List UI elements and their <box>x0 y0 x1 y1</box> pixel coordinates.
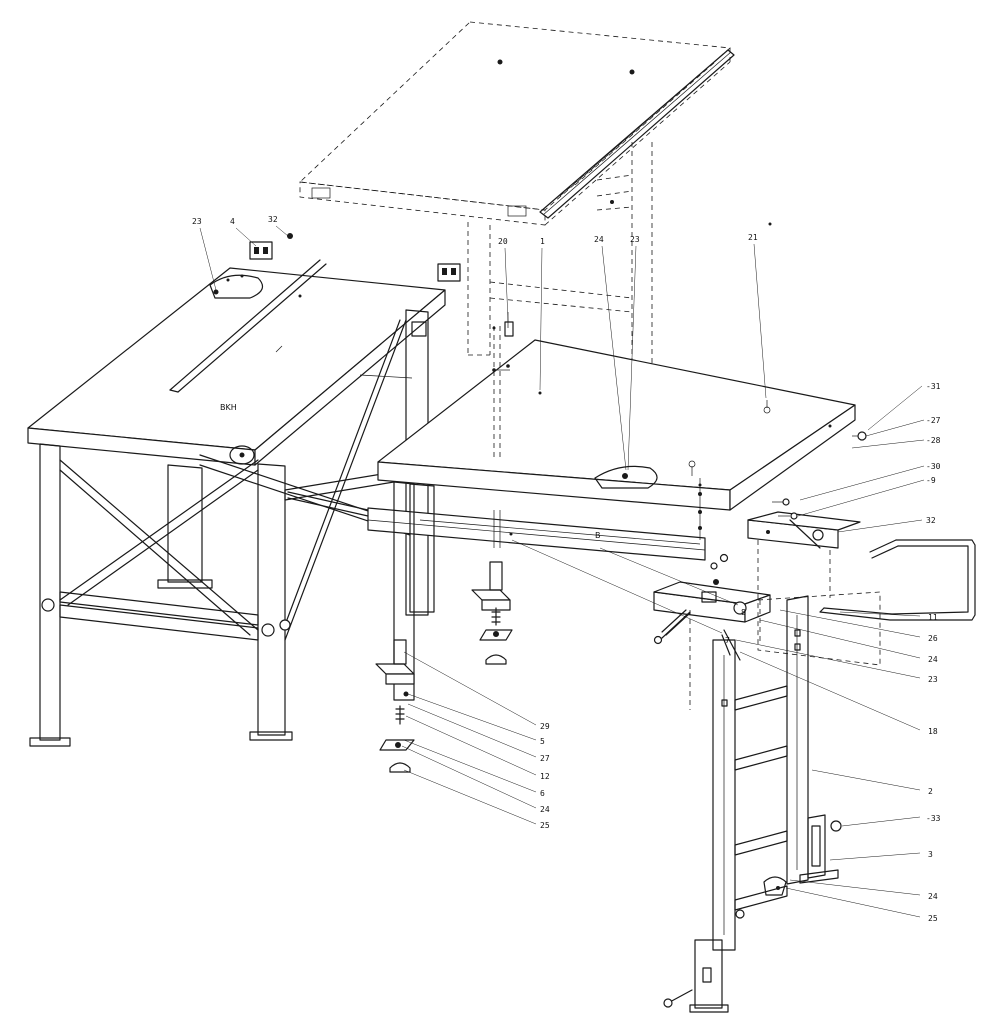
callout-8: 8 <box>741 608 746 617</box>
callout-30: -30 <box>926 462 941 471</box>
callout-21: 21 <box>748 233 758 242</box>
fence-bar <box>757 539 976 666</box>
callout-32-top: 32 <box>268 215 278 224</box>
saw-table-left: BKH <box>27 259 446 466</box>
callout-3: 3 <box>928 850 933 859</box>
rail-mark: B <box>595 531 601 540</box>
adjustable-foot-upper <box>471 561 513 665</box>
callout-27-low: 27 <box>540 754 550 763</box>
right-support-leg <box>663 595 809 1013</box>
extension-table-top <box>299 21 731 226</box>
leader-lines <box>199 225 925 918</box>
callout-5: 5 <box>540 737 545 746</box>
right-bracket-arm <box>747 511 861 600</box>
callout-24-low: 24 <box>540 805 550 814</box>
sliding-rail: B <box>287 491 706 561</box>
extension-side-rail <box>539 49 735 219</box>
right-support-bracket <box>653 579 771 710</box>
callout-11: 11 <box>928 613 938 622</box>
callout-23-right: 23 <box>928 675 938 684</box>
callout-labels: 23 4 32 20 1 24 23 21 -31 -27 -28 -30 -9… <box>192 215 941 923</box>
saw-table-frame <box>29 309 429 747</box>
callout-23-top: 23 <box>192 217 202 226</box>
callout-4-top: 4 <box>230 217 235 226</box>
callout-28: -28 <box>926 436 941 445</box>
callout-12: 12 <box>540 772 550 781</box>
floor-clamp-bracket <box>735 814 842 919</box>
callout-2: 2 <box>928 787 933 796</box>
callout-32-right: 32 <box>926 516 936 525</box>
callout-31: -31 <box>926 382 941 391</box>
callout-24-bottom: 24 <box>928 892 938 901</box>
callout-18: 18 <box>928 727 938 736</box>
callout-25-low: 25 <box>540 821 550 830</box>
callout-24-right: 24 <box>928 655 938 664</box>
extension-legs <box>467 142 653 369</box>
callout-7: 7 <box>725 636 730 645</box>
callout-20: 20 <box>498 237 508 246</box>
callout-27-right: -27 <box>926 416 941 425</box>
callout-26: 26 <box>928 634 938 643</box>
callout-33: -33 <box>926 814 941 823</box>
callout-23-mid: 23 <box>630 235 640 244</box>
callout-25-bottom: 25 <box>928 914 938 923</box>
table-model-mark: BKH <box>220 403 237 412</box>
callout-6: 6 <box>540 789 545 798</box>
callout-29: 29 <box>540 722 550 731</box>
hardware-parts <box>249 222 867 645</box>
callout-24-top: 24 <box>594 235 604 244</box>
side-table-legs <box>393 321 514 701</box>
callout-1: 1 <box>540 237 545 246</box>
adjustable-foot-lower <box>375 639 415 773</box>
callout-9: -9 <box>926 476 936 485</box>
side-extension-table <box>377 339 856 511</box>
